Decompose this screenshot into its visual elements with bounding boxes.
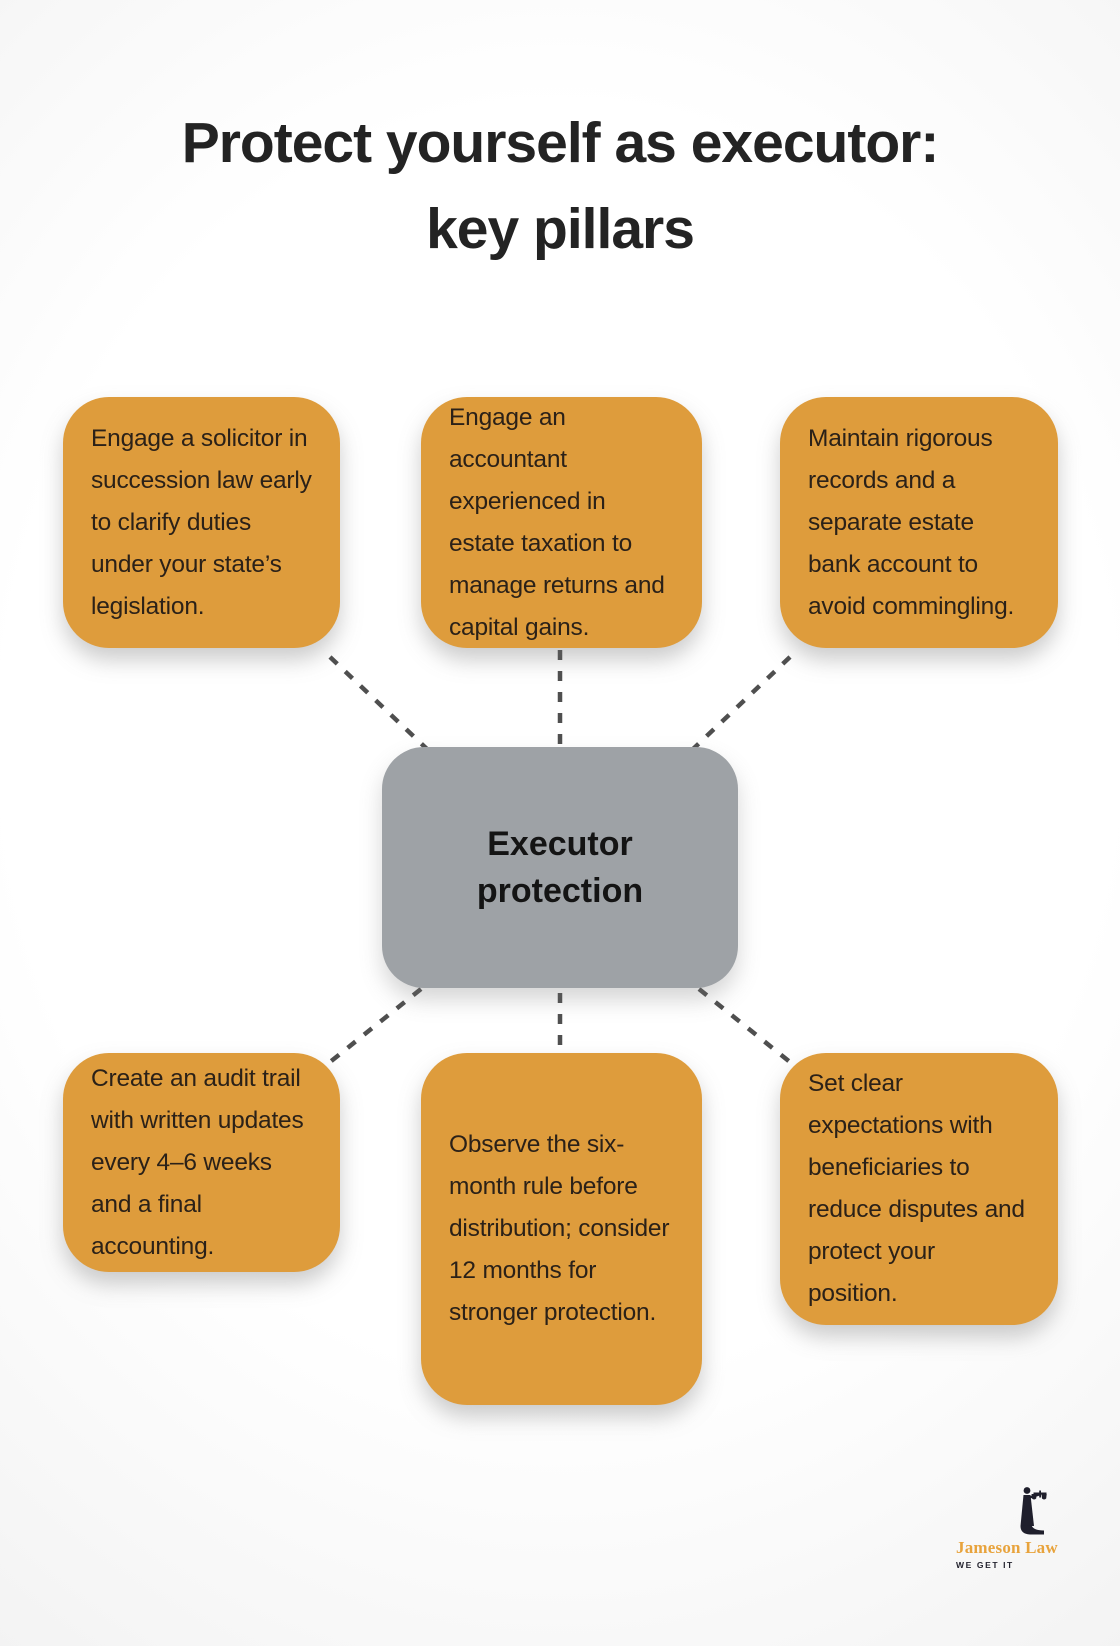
- logo-wordmark: Jameson Law: [956, 1538, 1058, 1557]
- pillar-box-six-month-rule: Observe the six-month rule before distri…: [421, 1053, 702, 1405]
- title-line-1: Protect yourself as executor:: [181, 111, 940, 175]
- connector-line-bottom-left: [328, 987, 423, 1064]
- pillar-box-records: Maintain rigorous records and a separate…: [780, 397, 1058, 648]
- pillar-text: Maintain rigorous records and a separate…: [808, 424, 1015, 620]
- title-line-2: key pillars: [426, 197, 695, 261]
- pillar-box-beneficiaries: Set clear expectations with beneficiarie…: [780, 1053, 1058, 1325]
- pillar-text: Create an audit trail with written updat…: [91, 1064, 304, 1260]
- pillar-text: Engage an accountant experienced in esta…: [449, 403, 665, 641]
- logo-tagline: WE GET IT: [956, 1560, 1014, 1570]
- pillar-text: Observe the six-month rule before distri…: [449, 1131, 670, 1326]
- logo: Jameson Law WE GET IT: [956, 1486, 1076, 1570]
- lady-justice-scales-icon: [1020, 1487, 1047, 1535]
- pillar-text: Engage a solicitor in succession law ear…: [91, 424, 312, 620]
- center-node-label: Executor protection: [476, 824, 644, 910]
- connector-line-top-left: [328, 655, 430, 752]
- connector-line-bottom-right: [697, 987, 792, 1064]
- pillar-box-solicitor: Engage a solicitor in succession law ear…: [63, 397, 340, 648]
- page-title: Protect yourself as executor: key pillar…: [0, 100, 1120, 272]
- center-node: Executor protection: [382, 747, 738, 988]
- pillar-box-accountant: Engage an accountant experienced in esta…: [421, 397, 702, 648]
- pillar-text: Set clear expectations with beneficiarie…: [808, 1070, 1025, 1307]
- connector-line-top-right: [690, 655, 792, 752]
- pillar-box-audit-trail: Create an audit trail with written updat…: [63, 1053, 340, 1272]
